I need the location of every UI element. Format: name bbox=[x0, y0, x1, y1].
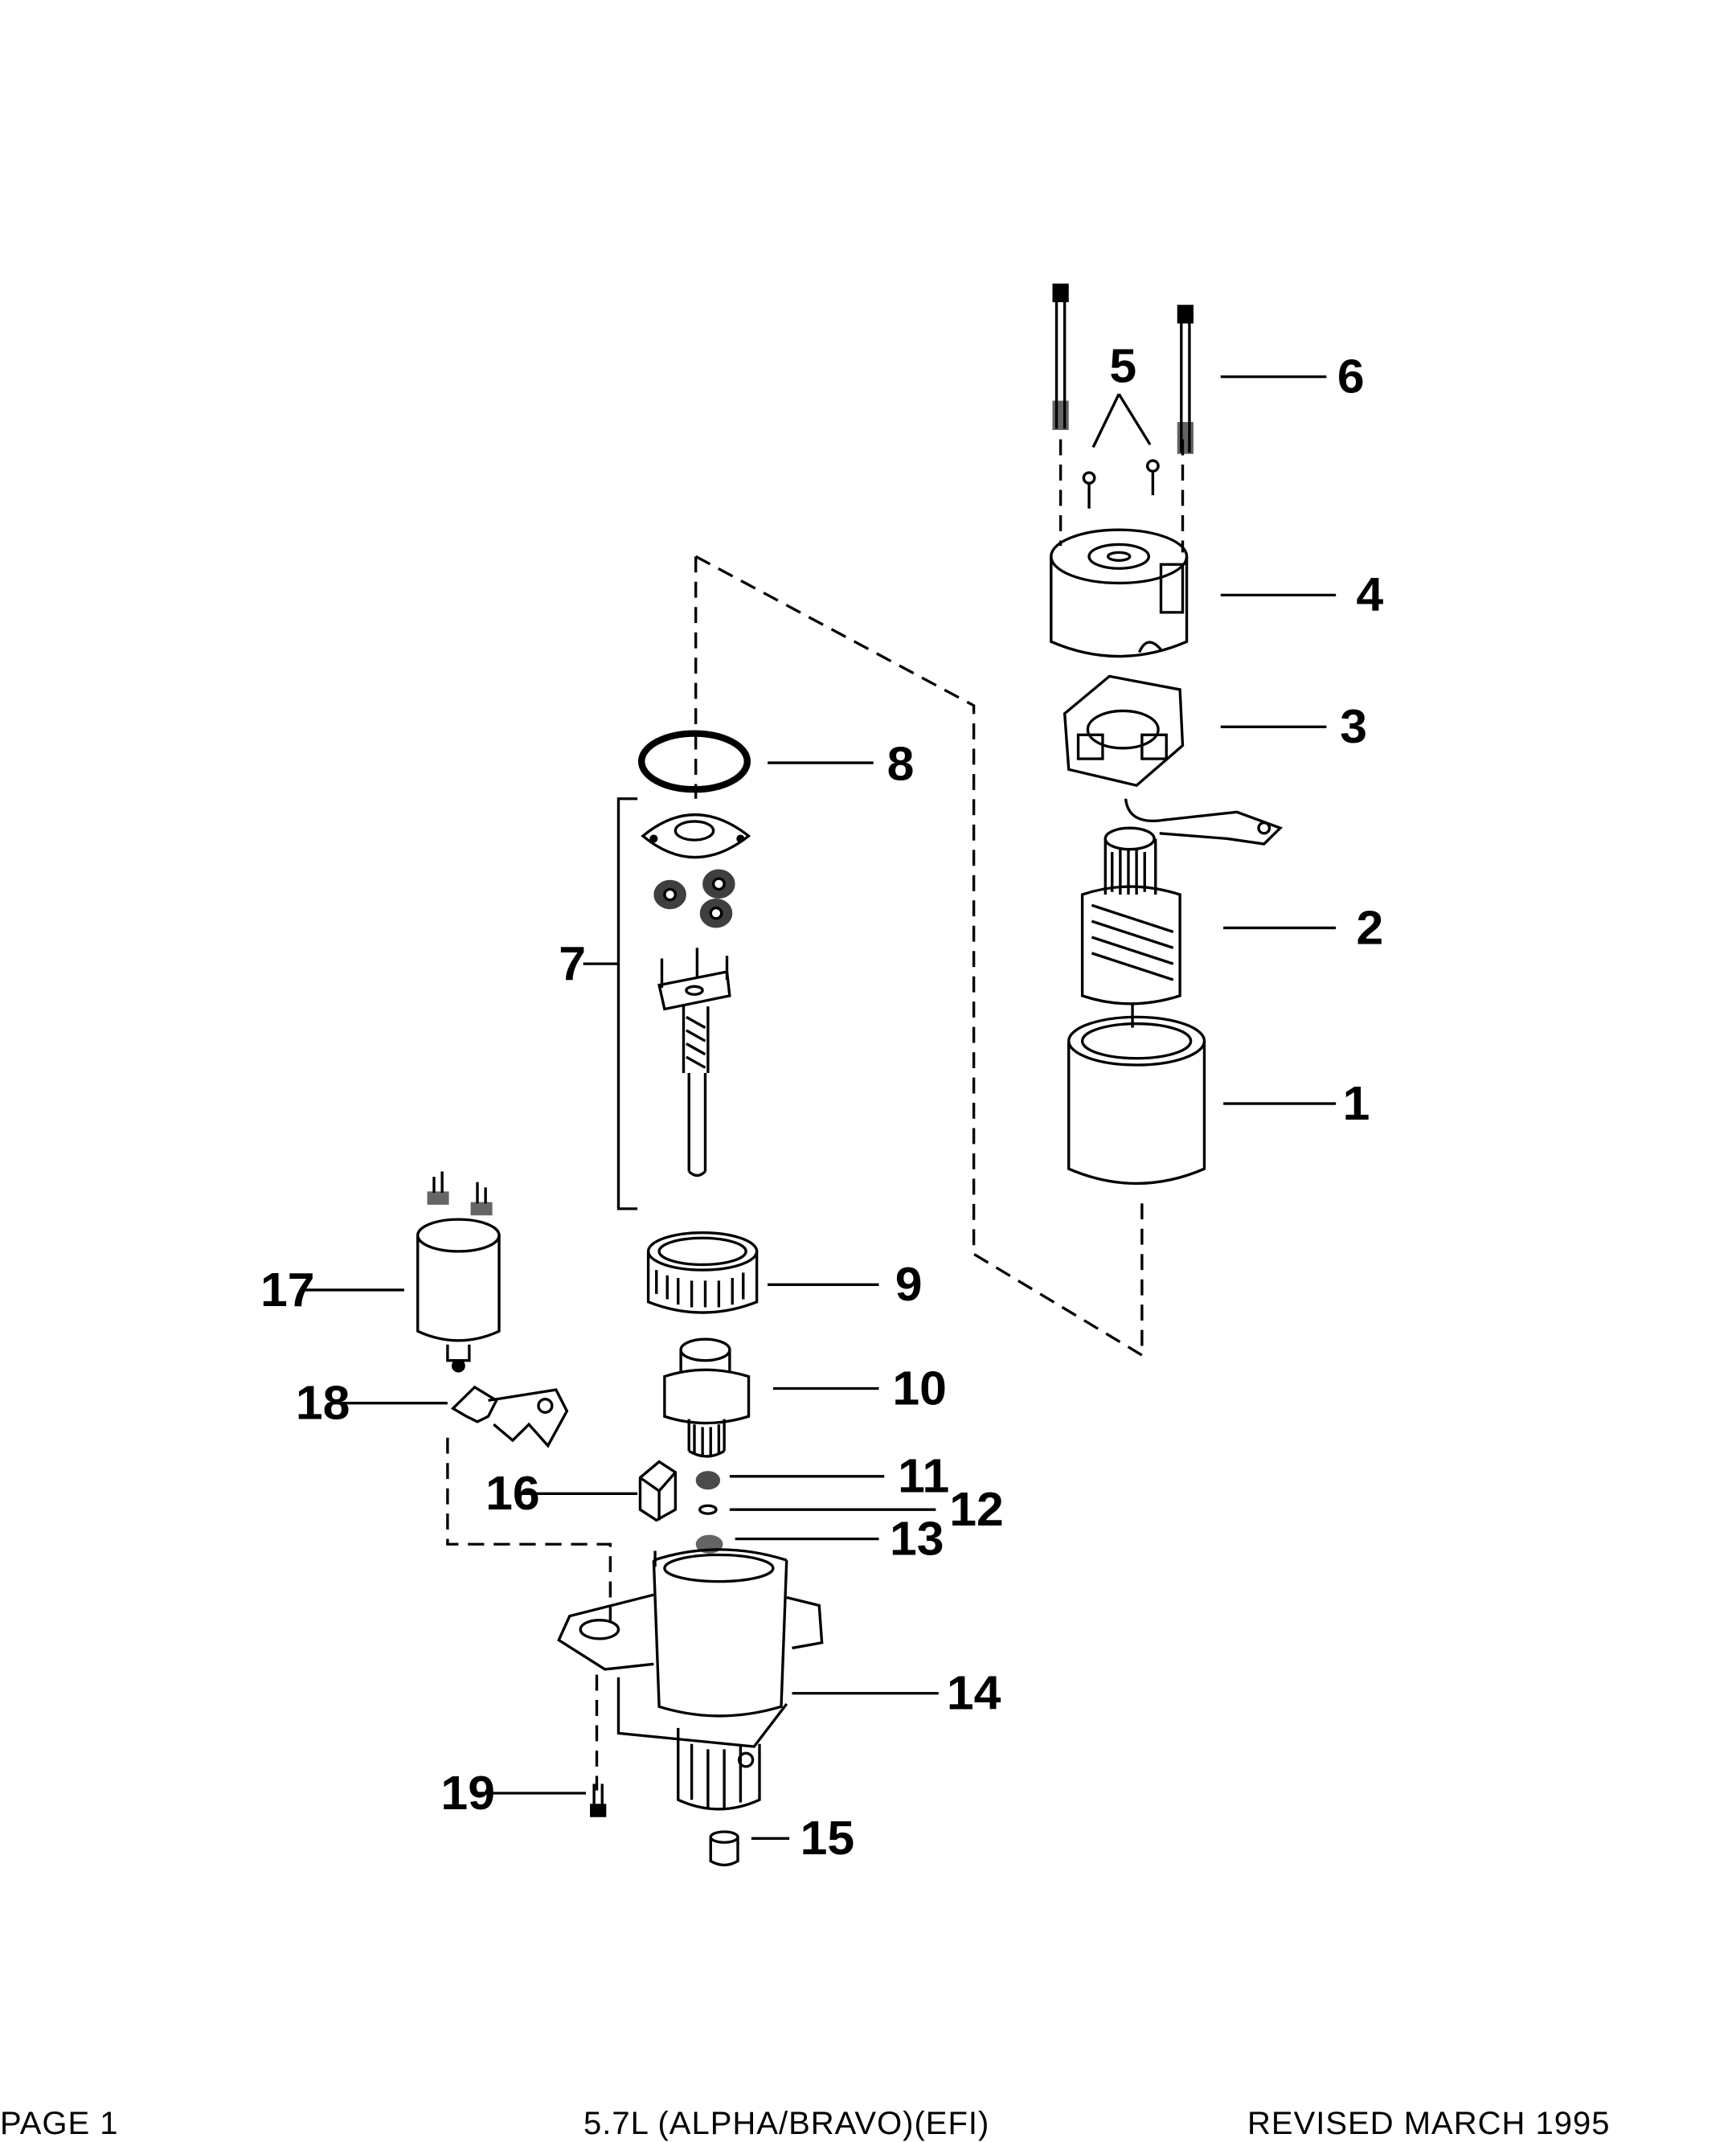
ring-gear bbox=[646, 1231, 759, 1314]
callout-5: 5 bbox=[1109, 339, 1136, 392]
armature bbox=[1080, 826, 1181, 1028]
o-ring bbox=[637, 730, 751, 793]
bushing bbox=[709, 1830, 739, 1867]
callout-19: 19 bbox=[440, 1766, 495, 1819]
callout-14: 14 bbox=[947, 1666, 1001, 1719]
leader-lines bbox=[301, 375, 1337, 1840]
callout-15: 15 bbox=[800, 1812, 855, 1865]
callout-12: 12 bbox=[949, 1483, 1004, 1536]
callout-1: 1 bbox=[1343, 1076, 1370, 1129]
callout-8: 8 bbox=[887, 737, 915, 790]
footer-page-number: PAGE 1 bbox=[0, 2106, 119, 2141]
spring-block bbox=[638, 1460, 678, 1522]
shift-lever bbox=[450, 1385, 569, 1448]
callout-18: 18 bbox=[296, 1376, 350, 1429]
callout-17: 17 bbox=[260, 1263, 315, 1316]
field-frame bbox=[1067, 1015, 1206, 1186]
brush-holder-assembly bbox=[1062, 674, 1284, 846]
stop-collar-and-retainers bbox=[695, 1471, 723, 1554]
assembly-dashed-lines bbox=[446, 439, 1185, 1791]
callout-7: 7 bbox=[559, 937, 586, 990]
footer-revision: REVISED MARCH 1995 bbox=[1247, 2106, 1611, 2141]
callout-16: 16 bbox=[485, 1467, 540, 1520]
callout-numbers: 1 2 3 4 5 6 7 8 9 10 11 12 13 14 15 16 1… bbox=[260, 339, 1384, 1865]
drive-clutch-pinion bbox=[663, 1337, 751, 1458]
callout-4: 4 bbox=[1357, 568, 1384, 621]
callout-10: 10 bbox=[892, 1362, 947, 1415]
callout-3: 3 bbox=[1340, 700, 1367, 753]
solenoid bbox=[416, 1171, 501, 1373]
brush-plate-screws bbox=[1082, 393, 1160, 509]
callout-9: 9 bbox=[895, 1258, 923, 1311]
through-bolts bbox=[1052, 283, 1194, 454]
footer-model: 5.7L (ALPHA/BRAVO)(EFI) bbox=[583, 2106, 990, 2141]
callout-13: 13 bbox=[890, 1512, 944, 1565]
commutator-end-frame bbox=[1050, 528, 1189, 658]
drive-housing bbox=[557, 1548, 824, 1811]
planetary-drive-assembly bbox=[616, 797, 751, 1210]
callout-11: 11 bbox=[898, 1449, 949, 1502]
callout-2: 2 bbox=[1357, 901, 1384, 954]
mounting-bolt bbox=[590, 1784, 607, 1817]
callout-6: 6 bbox=[1337, 350, 1365, 403]
